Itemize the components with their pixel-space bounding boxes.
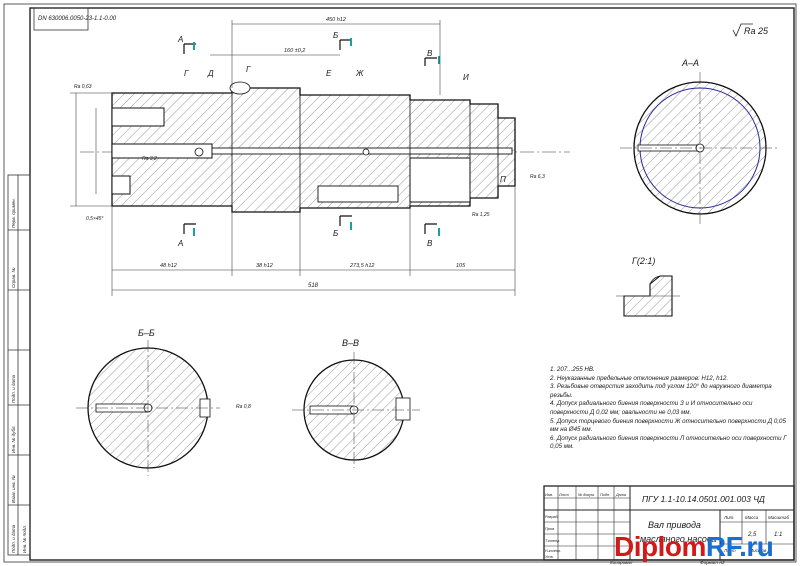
- surface-letter: И: [463, 73, 469, 82]
- surface-letter: Ж: [355, 69, 364, 78]
- side-label: Справ. №: [11, 267, 16, 288]
- doc-number: ПГУ 1.1-10.14.0501.001.003 ЧД: [642, 494, 765, 504]
- cut-letter-b-bottom: Б: [333, 229, 338, 238]
- outer-frame: [3, 3, 797, 563]
- section-vv: [292, 352, 420, 468]
- tb-row-label: Изм.: [545, 493, 553, 497]
- side-label: Взам. инв. №: [11, 475, 16, 503]
- cut-marker-accents: [193, 38, 440, 236]
- roughness-value: Ra 0,63: [74, 84, 92, 90]
- title-block: [543, 485, 795, 561]
- tb-row-label: Т.контр.: [545, 539, 560, 543]
- dim-top1: 450 h12: [326, 17, 346, 23]
- tb-row-label: Разраб.: [545, 515, 559, 519]
- watermark-part2: RF.ru: [705, 531, 774, 562]
- stamp-code: DN 630006.0050-23-1.1-0.00: [38, 16, 117, 22]
- tb-sheet: Лист: [723, 548, 736, 553]
- section-title-detail: Г(2:1): [632, 256, 655, 266]
- roughness-value: Ra 6,3: [530, 174, 545, 180]
- note-item: 4. Допуск радиального биения поверхности…: [550, 400, 753, 416]
- section-title-bb: Б–Б: [138, 328, 155, 338]
- cut-letter-b-top: Б: [333, 31, 338, 40]
- cut-letter-a-bottom: А: [177, 239, 183, 248]
- watermark-logo: DiplomRF.ru: [614, 531, 774, 563]
- cut-letter-v-bottom: В: [427, 239, 433, 248]
- note-item: 5. Допуск торцевого биения поверхности Ж…: [550, 417, 786, 434]
- tb-row-label: Подп.: [600, 493, 610, 497]
- section-title-aa: A–A: [681, 58, 699, 68]
- dim-d3: 273,5 h12: [349, 263, 374, 269]
- section-bb: [76, 340, 220, 476]
- part-name-line1: Вал привода: [648, 520, 701, 530]
- tb-mass-value: 2,5: [747, 532, 757, 538]
- roughness-value: Ra 0,8: [236, 404, 251, 410]
- detail-view: [616, 275, 680, 317]
- tb-row-label: Пров.: [545, 527, 555, 531]
- side-label: Инв. № дубл.: [11, 425, 16, 453]
- dim-d1: 48 h12: [160, 263, 177, 269]
- cut-letter-a-top: А: [177, 35, 183, 44]
- tb-row-label: Лист: [558, 493, 569, 497]
- section-title-vv: В–В: [342, 338, 359, 348]
- side-label: Инв. № подл.: [22, 525, 27, 553]
- tb-scale-value: 1:1: [774, 532, 782, 538]
- dim-total-length: 518: [308, 283, 319, 289]
- tb-rows: Изм. Лист № докум. Подп. Дата Разраб. Пр…: [545, 493, 626, 559]
- roughness-general-label: Ra 25: [744, 26, 769, 36]
- note-item: 6. Допуск радиального биения поверхности…: [550, 434, 787, 451]
- tb-copied: Копировал: [610, 560, 633, 565]
- surface-letter: Г: [246, 65, 251, 74]
- roughness-value: Ra 1,25: [472, 212, 490, 218]
- side-labels: Перв. примен. Справ. № Подп. и дата Инв.…: [11, 198, 27, 553]
- dim-d2: 38 h12: [256, 263, 273, 269]
- section-aa: [620, 72, 780, 224]
- surface-letter: П: [500, 175, 506, 184]
- roughness-general: Ra 25: [732, 23, 769, 37]
- note-item: 2. Неуказанные предельные отклонения раз…: [550, 374, 729, 382]
- note-item: 3. Резьбовые отверстия заходить под угло…: [550, 383, 772, 399]
- note-item: 1. 207...255 HB.: [550, 366, 595, 373]
- tb-mass: Масса: [745, 515, 759, 520]
- tb-row-label: Н.контр.: [545, 549, 561, 553]
- part-name-line2: масляного насоса: [640, 534, 716, 544]
- tb-row-label: Утв.: [545, 555, 554, 559]
- tb-format: Формат А2: [700, 560, 725, 565]
- roughness-value: Ra 3,2: [142, 156, 157, 162]
- tb-lit: Лит.: [723, 515, 735, 520]
- surface-letter: Д: [207, 69, 214, 78]
- side-label: Перв. примен.: [11, 198, 16, 228]
- surface-letter: Е: [326, 69, 332, 78]
- surface-letter: Г: [184, 69, 189, 78]
- stamp-box: [33, 7, 89, 31]
- tb-row-label: № докум.: [578, 493, 595, 497]
- side-label: Подп. и дата: [11, 524, 16, 553]
- dim-chamfer: 0,5×45°: [86, 216, 103, 222]
- cut-letter-v-top: В: [427, 49, 433, 58]
- side-strip: [7, 174, 31, 556]
- tb-sheets: Листов 1: [749, 548, 771, 553]
- watermark-part1: Diplom: [614, 531, 706, 562]
- tb-row-label: Дата: [615, 493, 626, 497]
- tb-scale: Масштаб: [768, 515, 789, 520]
- shaft-main-view: [80, 81, 570, 213]
- dim-d4: 105: [456, 263, 466, 269]
- technical-notes: 1. 207...255 HB. 2. Неуказанные предельн…: [550, 366, 790, 452]
- side-label: Подп. и дата: [11, 374, 16, 403]
- dimension-lines: [70, 20, 516, 296]
- dim-top2: 160 ±0,2: [284, 48, 305, 54]
